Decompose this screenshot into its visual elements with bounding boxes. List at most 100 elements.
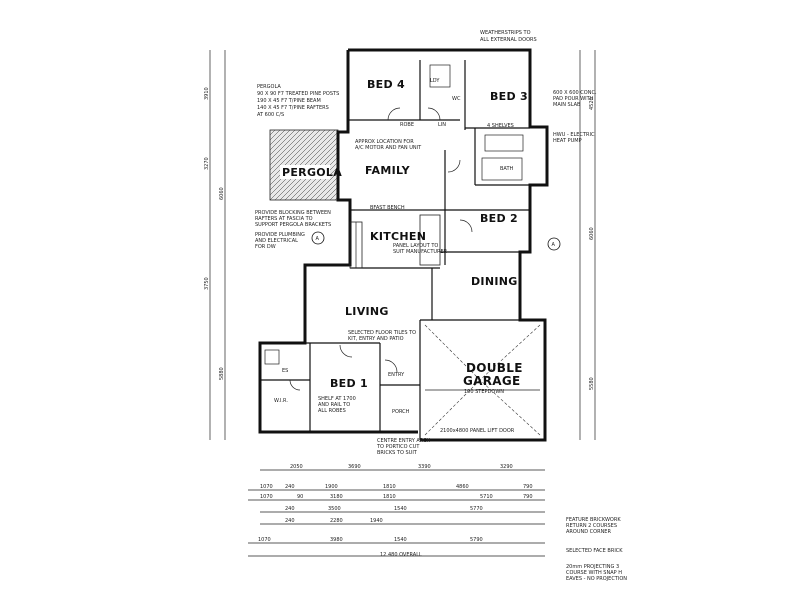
room-label-garage-2: GARAGE — [463, 374, 521, 388]
bath-fixtures — [264, 64, 524, 365]
note-plumbing-2: AND ELECTRICAL — [255, 238, 298, 244]
pergola-hatch-line — [270, 130, 306, 166]
note-feature-3: AROUND CORNER — [566, 529, 611, 535]
note-pergola-posts: 90 X 90 F7 TREATED PINE POSTS — [257, 91, 339, 97]
dim-left-3: 6060 — [219, 187, 225, 200]
dim-r5-3: 1940 — [370, 518, 383, 524]
note-slab-1: 600 X 600 CONC. — [553, 90, 597, 96]
dim-top-3: 3390 — [418, 464, 431, 470]
dim-r5-1: 240 — [285, 518, 295, 524]
house-walls — [258, 48, 549, 442]
dim-r2-4: 1810 — [383, 484, 396, 490]
dim-top-2: 3690 — [348, 464, 361, 470]
pergola-hatch-line — [270, 130, 271, 131]
dim-left-2: 3270 — [204, 157, 210, 170]
pergola-hatch-line — [270, 130, 286, 146]
room-label-family: FAMILY — [365, 164, 411, 177]
dim-left-4: 3750 — [204, 277, 210, 290]
pergola-hatch-line — [270, 130, 311, 171]
dim-r3-4: 1810 — [383, 494, 396, 500]
note-tiles-2: KIT, ENTRY AND PATIO — [348, 336, 404, 342]
dimension-lines-left — [209, 50, 226, 440]
pergola-hatch-line — [270, 130, 291, 151]
dim-right-2: 6060 — [589, 227, 595, 240]
dim-r3-1: 1070 — [260, 494, 273, 500]
note-slab-3: MAIN SLAB — [553, 102, 581, 108]
dim-r2-6: 790 — [523, 484, 533, 490]
note-ac-1: APPROX LOCATION FOR — [355, 139, 414, 145]
note-proj-2: COURSE WITH SNAP H — [566, 570, 622, 576]
dim-r6-1: 1070 — [258, 537, 271, 543]
section-marker-right: A — [547, 237, 561, 251]
room-label-ldy: LDY — [430, 78, 440, 84]
note-plumbing-1: PROVIDE PLUMBING — [255, 232, 305, 238]
dim-top-4: 3290 — [500, 464, 513, 470]
room-label-bed3: BED 3 — [490, 90, 528, 103]
note-garage-door: 2100x4800 PANEL LIFT DOOR — [440, 428, 515, 434]
note-shelf-3: ALL ROBES — [318, 408, 346, 414]
dim-right-3: 5580 — [589, 377, 595, 390]
pergola-area: PERGOLA — [269, 129, 342, 201]
room-label-dining: DINING — [471, 275, 518, 288]
dim-overall: 12 480 OVERALL — [380, 552, 422, 558]
note-shelf-1: SHELF AT 1700 — [318, 396, 356, 402]
room-label-porch: PORCH — [392, 409, 410, 415]
note-plumbing-3: FOR DW — [255, 244, 276, 250]
room-label-robe: ROBE — [400, 122, 414, 128]
note-blocking-2: RAFTERS AT FASCIA TO — [255, 216, 313, 222]
note-weatherstrips: WEATHERSTRIPS TO — [480, 30, 531, 36]
note-panel-1: PANEL LAYOUT TO — [393, 243, 438, 249]
dim-r3-6: 790 — [523, 494, 533, 500]
door-swings — [289, 107, 473, 391]
room-label-bed2: BED 2 — [480, 212, 518, 225]
note-face-brick: SELECTED FACE BRICK — [566, 548, 623, 554]
dim-r2-2: 240 — [285, 484, 295, 490]
pergola-hatch-line — [309, 171, 338, 200]
pergola-hatch-line — [299, 161, 338, 200]
dim-r4-3: 1540 — [394, 506, 407, 512]
note-blocking-3: SUPPORT PERGOLA BRACKETS — [255, 222, 331, 228]
dim-r6-2: 3980 — [330, 537, 343, 543]
note-pergola: PERGOLA — [257, 84, 281, 90]
room-label-wir: W.I.R. — [274, 398, 288, 404]
room-label-entry: ENTRY — [388, 372, 405, 378]
note-pergola-beam: 190 X 45 F7 T/PINE BEAM — [257, 98, 321, 104]
dim-r5-2: 2280 — [330, 518, 343, 524]
dim-r2-1: 1070 — [260, 484, 273, 490]
pergola-hatch-line — [270, 130, 301, 161]
note-tiles-1: SELECTED FLOOR TILES TO — [348, 330, 416, 336]
room-label-garage-1: DOUBLE — [466, 361, 523, 375]
note-pergola-rafters: 140 X 45 F7 T/PINE RAFTERS — [257, 105, 329, 111]
dim-r3-2: 90 — [297, 494, 303, 500]
dim-r6-3: 1540 — [394, 537, 407, 543]
dim-r2-3: 1900 — [325, 484, 338, 490]
room-label-linen: LIN — [438, 122, 446, 128]
note-arch-1: CENTRE ENTRY ARCH — [377, 438, 431, 444]
room-label-bed1: BED 1 — [330, 377, 368, 390]
pergola-hatch-line — [270, 130, 276, 136]
room-label-bed4: BED 4 — [367, 78, 405, 91]
note-shelf-2: AND RAIL TO — [318, 402, 350, 408]
pergola-hatch-line — [304, 166, 338, 200]
dim-left-1: 3910 — [204, 87, 210, 100]
note-stepdown: 100 STEPDOWN — [464, 389, 504, 395]
room-label-bath: BATH — [500, 166, 514, 172]
dim-left-5: 5880 — [219, 367, 225, 380]
note-arch-2: TO PORTICO CUT — [376, 444, 420, 450]
note-proj-1: 20mm PROJECTING 3 — [566, 564, 619, 570]
dim-r2-5: 4860 — [456, 484, 469, 490]
dim-right-1: 4520 — [589, 97, 595, 110]
pergola-hatch-line — [270, 130, 296, 156]
section-marker-right-label: A — [552, 242, 556, 248]
note-feature-2: RETURN 2 COURSES — [566, 523, 617, 529]
note-slab-2: PAD POUR WITH — [553, 96, 594, 102]
note-feature-1: FEATURE BRICKWORK — [566, 517, 621, 523]
note-shelves: 4 SHELVES — [487, 123, 514, 129]
note-ac-2: A/C MOTOR AND FAN UNIT — [355, 145, 422, 151]
note-arch-3: BRICKS TO SUIT — [377, 450, 418, 456]
note-weatherstrips-2: ALL EXTERNAL DOORS — [480, 37, 537, 43]
room-label-kitchen: KITCHEN — [370, 230, 426, 243]
dimension-lines-right — [579, 50, 596, 440]
kitchen-benches — [349, 209, 441, 269]
